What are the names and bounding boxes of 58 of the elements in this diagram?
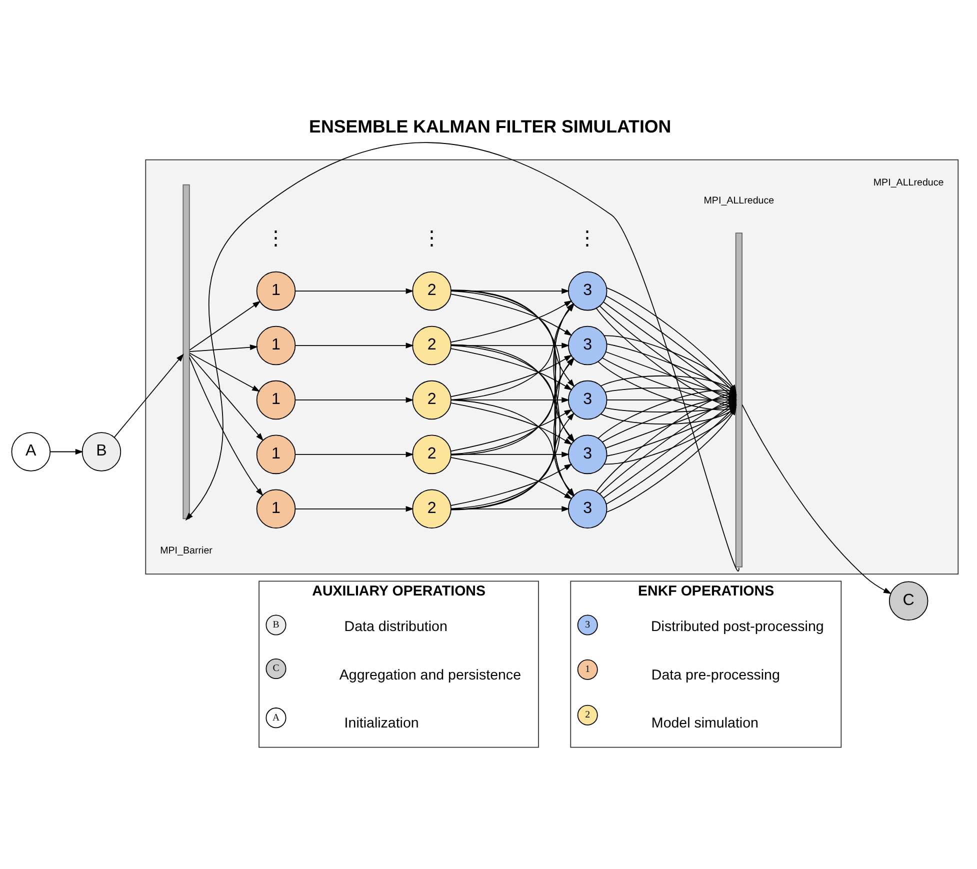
arrow <box>189 354 264 440</box>
arrow <box>189 344 258 352</box>
node-circle: 2 <box>577 704 598 725</box>
arrow <box>450 396 570 402</box>
node-circle: C <box>266 658 286 678</box>
node-circle: C <box>888 580 928 620</box>
arrow <box>450 456 572 499</box>
node-circle: 1 <box>256 325 296 365</box>
node-circle: B <box>266 614 286 635</box>
node-circle: 2 <box>412 270 452 310</box>
arrow <box>295 288 414 294</box>
node-circle: B <box>82 432 122 471</box>
arrow <box>450 348 572 390</box>
arrow <box>450 402 572 444</box>
node-label: Data pre-processing <box>651 666 780 683</box>
arrow <box>450 451 570 457</box>
node-bar <box>182 184 190 519</box>
node-bar <box>735 232 743 567</box>
node-circle: 1 <box>256 380 296 420</box>
node-label: Initialization <box>344 714 419 731</box>
node-circle: 2 <box>412 488 452 528</box>
arrow <box>742 404 892 594</box>
arrow <box>450 293 572 336</box>
arrow <box>50 448 84 454</box>
node-circle: 1 <box>256 434 296 474</box>
arrow <box>450 354 572 397</box>
label: ⋮ <box>422 226 442 249</box>
label: MPI_ALLreduce <box>704 194 774 206</box>
label: MPI_ALLreduce <box>873 177 944 188</box>
node-circle: A <box>11 432 51 471</box>
arrow <box>295 506 414 512</box>
node-label: Distributed post-processing <box>650 618 824 635</box>
node-circle: 2 <box>412 434 452 474</box>
label: ⋮ <box>266 226 286 249</box>
arrow <box>189 356 264 496</box>
node-label: Data distribution <box>344 618 448 635</box>
arrow <box>450 463 572 506</box>
arrow <box>295 342 414 348</box>
arrow <box>114 353 184 438</box>
node-circle: 3 <box>577 614 598 635</box>
arrow <box>295 451 414 457</box>
node-circle: 1 <box>256 270 296 310</box>
node-circle: 1 <box>577 658 598 680</box>
diagram-title: ENSEMBLE KALMAN FILTER SIMULATION <box>309 116 672 136</box>
node-circle: A <box>266 707 286 728</box>
node-circle: 2 <box>412 325 452 365</box>
label: ⋮ <box>578 226 598 249</box>
node-label: Aggregation and persistence <box>339 666 522 683</box>
arrow <box>295 396 414 402</box>
node-circle: 2 <box>412 380 452 420</box>
arrow <box>189 300 261 350</box>
cluster <box>145 158 959 574</box>
arrow <box>189 352 260 392</box>
arrow <box>450 408 572 452</box>
label: MPI_Barrier <box>160 544 212 556</box>
arrow <box>450 300 572 342</box>
arrow <box>450 342 570 348</box>
node-label: Model simulation <box>651 714 758 731</box>
